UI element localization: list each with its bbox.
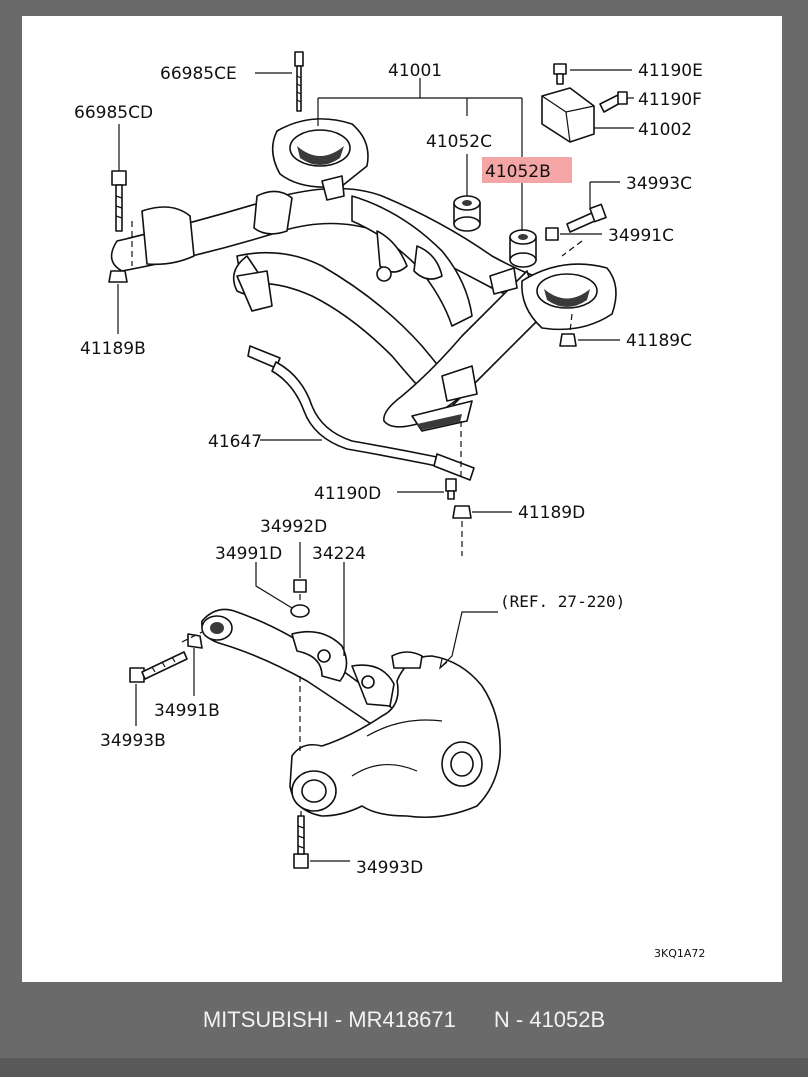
footer-ref-number: N - 41052B — [493, 1007, 606, 1032]
label-34224: 34224 — [312, 544, 366, 564]
nut-41189C — [559, 333, 577, 347]
diagram-svg: 66985CE 41001 41190E 41190F 41002 66985C… — [74, 51, 705, 960]
footer-brand-part: MITSUBISHI - MR418671 — [202, 1007, 456, 1032]
bolt-41190E — [553, 63, 567, 85]
nut-34991C — [545, 227, 559, 241]
crossmember-41001 — [110, 118, 617, 432]
diagram-code: 3KQ1A72 — [654, 947, 705, 960]
label-41190D: 41190D — [314, 484, 381, 504]
label-34991B: 34991B — [154, 701, 220, 721]
part-labels: 66985CE 41001 41190E 41190F 41002 66985C… — [74, 61, 705, 960]
label-ref: (REF. 27-220) — [500, 592, 625, 611]
label-41647: 41647 — [208, 432, 262, 452]
bolt-34993C — [566, 203, 607, 233]
label-41190E: 41190E — [638, 61, 703, 81]
highlight-box — [482, 157, 572, 183]
label-34991C: 34991C — [608, 226, 674, 246]
label-41189D: 41189D — [518, 503, 585, 523]
bushing-41052C — [453, 195, 481, 232]
label-41052C: 41052C — [426, 132, 492, 152]
nut-41189B — [108, 270, 128, 283]
label-34993C: 34993C — [626, 174, 692, 194]
label-66985CD: 66985CD — [74, 103, 153, 123]
bolt-66985CE — [294, 51, 304, 112]
label-41052B: 41052B — [485, 162, 551, 182]
label-34991D: 34991D — [215, 544, 282, 564]
label-41001: 41001 — [388, 61, 442, 81]
stabilizer-41647 — [247, 345, 475, 481]
bolt-41190D — [445, 478, 457, 500]
label-41190F: 41190F — [638, 90, 702, 110]
assembly-lines — [131, 221, 583, 816]
differential-housing — [289, 651, 501, 819]
label-41002: 41002 — [638, 120, 692, 140]
parts-diagram: 66985CE 41001 41190E 41190F 41002 66985C… — [22, 16, 782, 982]
leader-lines — [117, 69, 634, 862]
footer-caption: MITSUBISHI - MR418671 N - 41052B — [0, 982, 808, 1058]
label-34993B: 34993B — [100, 731, 166, 751]
nut-41189D — [452, 505, 472, 519]
label-34992D: 34992D — [260, 517, 327, 537]
bolt-66985CD — [111, 170, 127, 232]
bolt-34993B — [129, 651, 188, 683]
label-34993D: 34993D — [356, 858, 423, 878]
bolt-34993D — [293, 815, 309, 869]
bolt-41190F — [599, 91, 628, 113]
bushing-41052B — [509, 229, 537, 268]
label-66985CE: 66985CE — [160, 64, 237, 84]
label-41189C: 41189C — [626, 331, 692, 351]
bracket-41002 — [541, 87, 595, 143]
nut-34992D — [293, 579, 307, 593]
washer-34991D — [290, 604, 310, 618]
bottom-strip — [0, 1058, 808, 1077]
label-41189B: 41189B — [80, 339, 146, 359]
